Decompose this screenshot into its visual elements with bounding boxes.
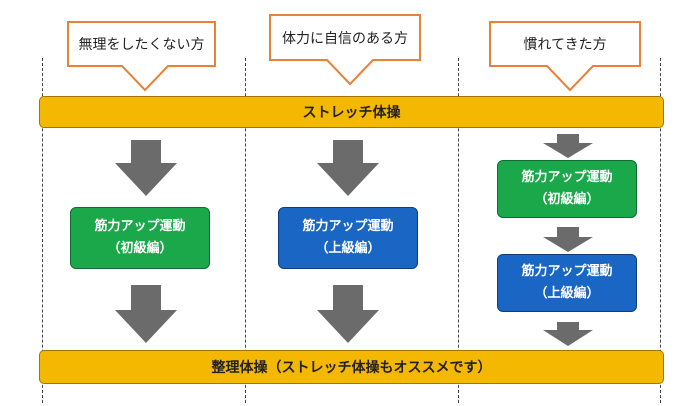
- callout-bubble-3: [489, 21, 641, 92]
- column-divider-mid2: [458, 58, 459, 403]
- box-title: 筋力アップ運動: [302, 219, 394, 234]
- stretch-exercise-bar: ストレッチ体操: [39, 96, 664, 128]
- strength-advanced-box-col2: 筋力アップ運動 （上級編）: [278, 207, 418, 269]
- arrow-down-icon: [115, 140, 177, 196]
- box-title: 筋力アップ運動: [521, 264, 613, 279]
- callout-bubble-1: [67, 21, 216, 92]
- column-divider-mid1: [245, 58, 246, 403]
- arrow-down-icon: [543, 322, 593, 346]
- box-title: 筋力アップ運動: [94, 219, 186, 234]
- cooldown-exercise-bar: 整理体操（ストレッチ体操もオススメです）: [39, 350, 664, 384]
- column-divider-left: [42, 58, 43, 403]
- arrow-down-icon: [543, 134, 593, 158]
- strength-beginner-box-col1: 筋力アップ運動 （初級編）: [70, 207, 210, 269]
- column-divider-right: [660, 58, 661, 403]
- box-level: （上級編）: [315, 241, 381, 256]
- callout-shapes: [67, 14, 641, 92]
- cooldown-exercise-label: 整理体操（ストレッチ体操もオススメです）: [211, 360, 492, 376]
- callout-text-3: 慣れてきた方: [523, 37, 607, 53]
- arrow-down-icon: [317, 140, 379, 196]
- box-level: （初級編）: [534, 192, 600, 207]
- arrow-down-icon: [543, 227, 593, 252]
- box-title: 筋力アップ運動: [521, 170, 613, 185]
- strength-beginner-box-col3: 筋力アップ運動 （初級編）: [497, 160, 637, 218]
- stretch-exercise-label: ストレッチ体操: [302, 105, 401, 121]
- strength-advanced-box-col3: 筋力アップ運動 （上級編）: [497, 254, 637, 312]
- callout-text-2: 体力に自信のある方: [282, 31, 408, 47]
- arrow-down-icon: [317, 285, 379, 343]
- arrow-down-icon: [115, 285, 177, 343]
- callout-bubble-2: [269, 14, 421, 86]
- callout-text-1: 無理をしたくない方: [78, 37, 205, 53]
- box-level: （上級編）: [534, 286, 600, 301]
- box-level: （初級編）: [107, 241, 173, 256]
